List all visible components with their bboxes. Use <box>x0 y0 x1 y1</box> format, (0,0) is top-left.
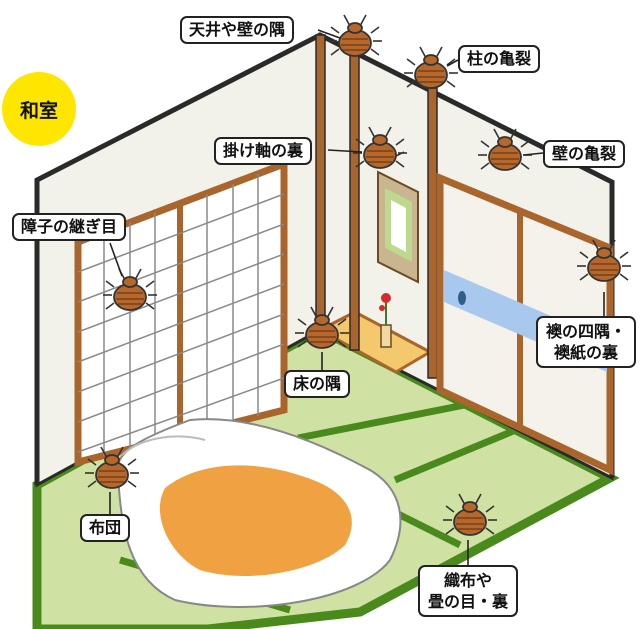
callout-alcove-corner: 床の隅 <box>284 370 351 398</box>
bedbug-icon <box>443 493 497 536</box>
callout-wall-crack: 壁の亀裂 <box>543 140 626 168</box>
callout-futon-text: 布団 <box>89 518 122 537</box>
pillar <box>315 34 326 331</box>
shoji-screen <box>74 158 288 467</box>
callout-fusuma-text-2: 襖紙の裏 <box>554 343 619 362</box>
pillar <box>427 87 438 379</box>
hanging-scroll-icon <box>377 151 419 284</box>
pillar <box>349 49 360 351</box>
callout-scroll-back-text: 掛け軸の裏 <box>223 141 304 160</box>
bedbug-icon <box>85 446 139 489</box>
callout-fusuma: 襖の四隅・ 襖紙の裏 <box>536 316 637 368</box>
callout-fusuma-text-1: 襖の四隅・ <box>546 322 627 341</box>
bedbug-icon <box>404 46 458 89</box>
callout-scroll-back: 掛け軸の裏 <box>214 137 313 165</box>
callout-wall-crack-text: 壁の亀裂 <box>552 144 617 163</box>
callout-tatami-text-1: 織布や <box>444 571 493 590</box>
callout-shoji-seam-text: 障子の継ぎ目 <box>21 217 118 236</box>
bedbug-icon <box>353 126 407 169</box>
callout-tatami-text-2: 畳の目・裏 <box>428 592 509 611</box>
callout-pillar-crack-text: 柱の亀裂 <box>467 49 532 68</box>
bedbug-icon <box>328 14 382 57</box>
room-type-badge: 和室 <box>2 72 76 146</box>
futon <box>116 418 402 608</box>
room-type-label: 和室 <box>19 99 58 122</box>
callout-futon: 布団 <box>80 514 131 542</box>
callout-ceiling-corner-text: 天井や壁の隅 <box>189 20 286 39</box>
bedbug-icon <box>295 306 349 349</box>
callout-leaders <box>109 29 605 565</box>
callout-alcove-corner-text: 床の隅 <box>293 374 342 393</box>
bedbug-icon <box>478 128 532 171</box>
callout-tatami: 織布や 畳の目・裏 <box>418 565 519 617</box>
callout-shoji-seam: 障子の継ぎ目 <box>12 213 127 241</box>
bedbug-icon <box>103 268 157 311</box>
bedbug-icon <box>577 239 631 282</box>
callout-pillar-crack: 柱の亀裂 <box>458 45 541 73</box>
callout-ceiling-corner: 天井や壁の隅 <box>180 16 295 44</box>
flower-vase-icon <box>379 293 392 348</box>
